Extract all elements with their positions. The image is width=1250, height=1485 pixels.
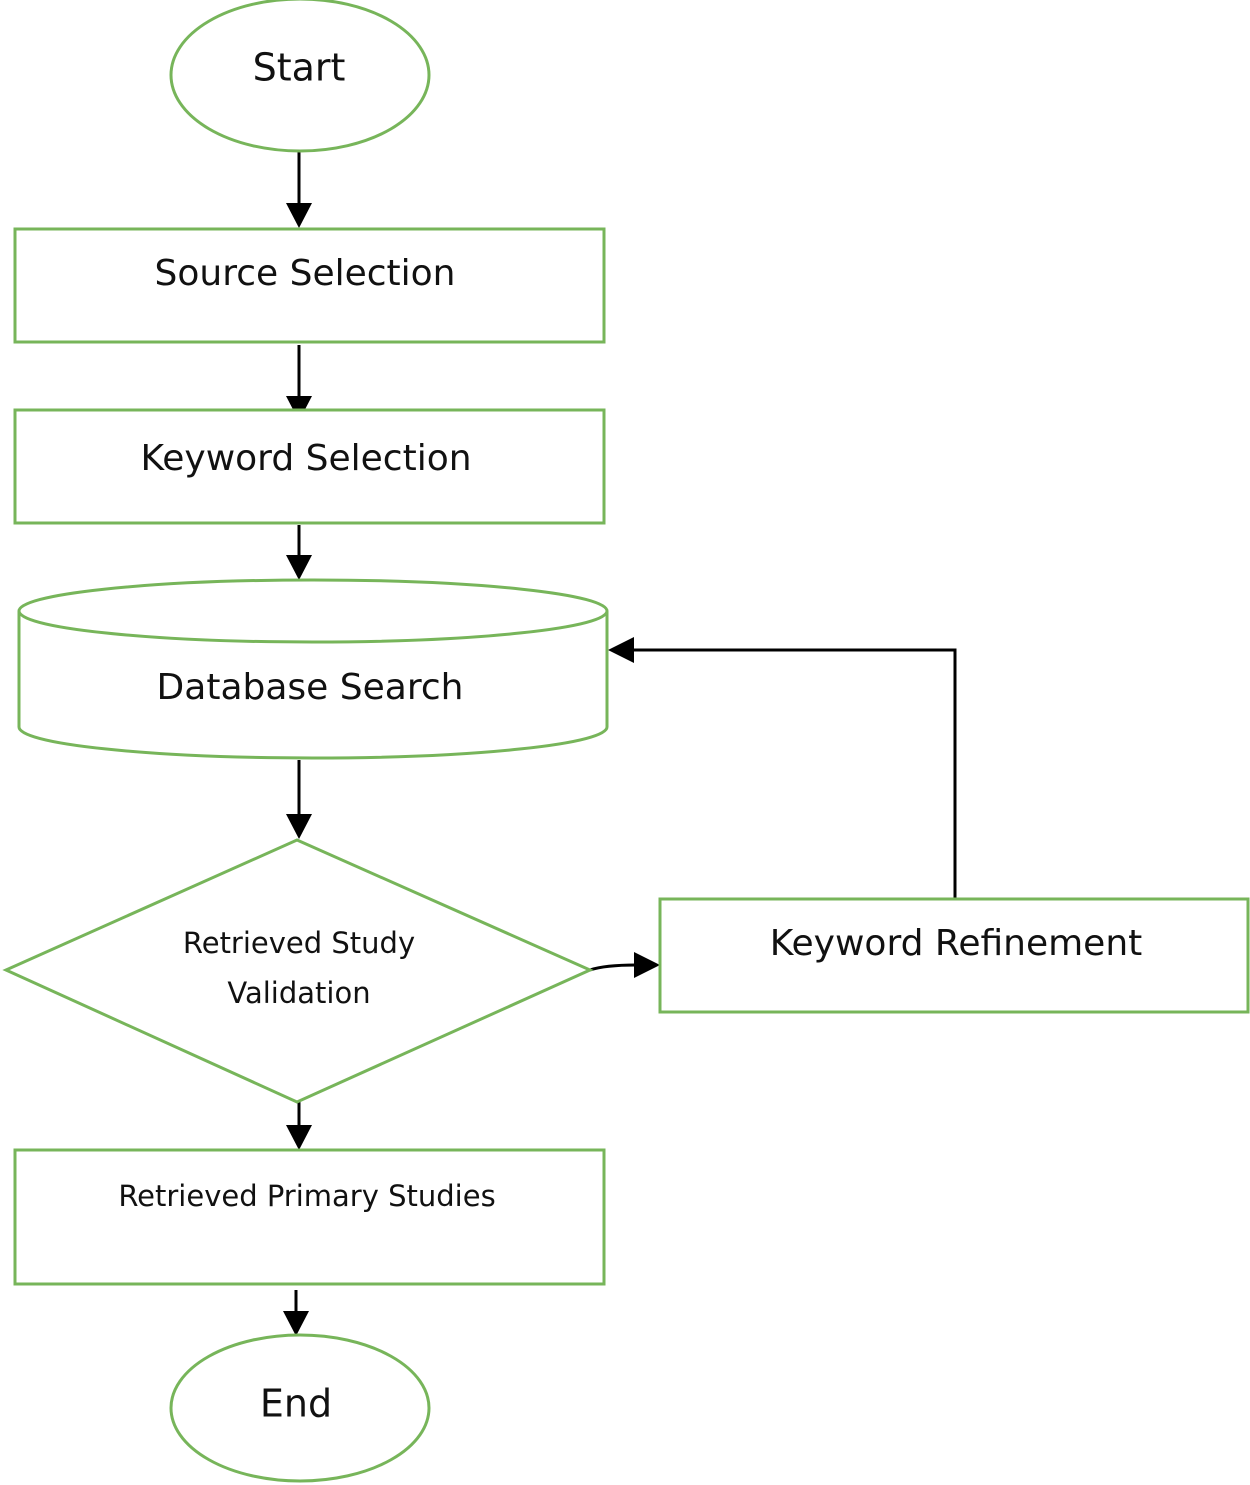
retrieved-primary-studies-node: Retrieved Primary Studies <box>13 1148 606 1286</box>
keyword-refinement-label: Keyword Refinement <box>770 923 1143 964</box>
database-search-label: Database Search <box>157 667 464 708</box>
connector-keyword-refinement-to-database <box>608 637 957 898</box>
connector-keyword-selection-to-database <box>286 525 312 580</box>
source-selection-label: Source Selection <box>155 253 456 294</box>
validation-decision-node: Retrieved Study Validation <box>2 838 594 1104</box>
connector-validation-to-keyword-refinement <box>589 952 660 978</box>
start-node: Start <box>169 0 431 153</box>
validation-label-line-2: Validation <box>227 976 370 1010</box>
start-ellipse <box>169 0 431 153</box>
retrieved-primary-studies-label: Retrieved Primary Studies <box>118 1179 495 1213</box>
validation-label-line-1: Retrieved Study <box>183 926 415 960</box>
start-label: Start <box>253 46 346 90</box>
database-search-node: Database Search <box>17 578 609 760</box>
keyword-selection-box <box>13 408 606 525</box>
retrieved-primary-studies-box <box>13 1148 606 1286</box>
database-cylinder-top <box>17 578 609 644</box>
connector-database-to-validation <box>286 760 312 839</box>
database-cylinder-body <box>17 611 609 760</box>
end-node: End <box>169 1333 431 1483</box>
keyword-refinement-box <box>658 897 1250 1014</box>
source-selection-box <box>13 227 606 344</box>
end-label: End <box>260 1382 332 1426</box>
connector-validation-to-primary-studies <box>286 1102 312 1150</box>
validation-diamond <box>2 838 594 1104</box>
connector-primary-studies-to-end <box>283 1290 309 1336</box>
keyword-selection-label: Keyword Selection <box>140 438 471 479</box>
source-selection-node: Source Selection <box>13 227 606 344</box>
keyword-refinement-node: Keyword Refinement <box>658 897 1250 1014</box>
keyword-selection-node: Keyword Selection <box>13 408 606 525</box>
connector-start-to-source-selection <box>286 152 312 228</box>
end-ellipse <box>169 1333 431 1483</box>
